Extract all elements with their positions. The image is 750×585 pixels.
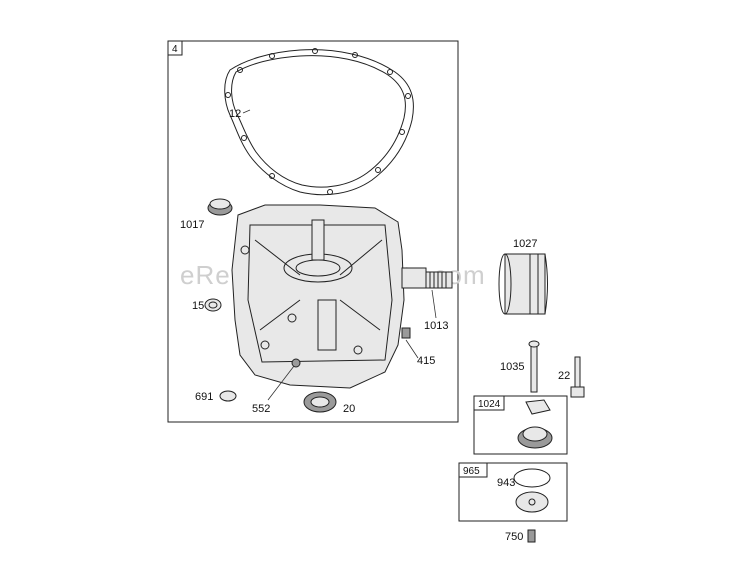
- callout-1013: 1013: [424, 320, 448, 332]
- cover-box: [458, 462, 568, 522]
- oil-seal-part[interactable]: [303, 391, 337, 413]
- plug-552-part[interactable]: [291, 358, 301, 368]
- main-frame: [167, 40, 459, 423]
- callout-15: 15: [192, 300, 204, 312]
- callout-415: 415: [417, 355, 435, 367]
- oil-filter-part[interactable]: [498, 253, 548, 315]
- part-415[interactable]: [401, 327, 411, 339]
- oring-part[interactable]: [513, 468, 551, 488]
- governor-gear-part[interactable]: [207, 198, 233, 216]
- callout-691: 691: [195, 391, 213, 403]
- oil-pump-part[interactable]: [517, 399, 553, 449]
- oil-pump-box-label: 1024: [478, 399, 501, 410]
- filter-nipple-part[interactable]: [425, 271, 453, 289]
- main-frame-label: 4: [172, 44, 178, 55]
- crankcase-sump-part[interactable]: [231, 204, 427, 389]
- callout-1017: 1017: [180, 219, 204, 231]
- pump-cover-part[interactable]: [515, 491, 549, 513]
- cover-box-tag: [458, 462, 488, 478]
- callout-gasket: 12: [229, 108, 241, 120]
- oil-pump-box: [473, 395, 568, 455]
- cover-box-label: 965: [463, 466, 480, 477]
- callout-20: 20: [343, 403, 355, 415]
- shaft-part[interactable]: [528, 340, 540, 393]
- callout-552: 552: [252, 403, 270, 415]
- bolt-part[interactable]: [570, 356, 585, 398]
- callout-22: 22: [558, 370, 570, 382]
- gasket-part[interactable]: [224, 48, 414, 196]
- screw-part[interactable]: [527, 529, 536, 543]
- callout-1027: 1027: [513, 238, 537, 250]
- callout-750: 750: [505, 531, 523, 543]
- callout-1035: 1035: [500, 361, 524, 373]
- main-frame-tag: [167, 40, 183, 56]
- bushing-part[interactable]: [204, 298, 222, 312]
- oil-pump-box-tag: [473, 395, 505, 411]
- callout-943: 943: [497, 477, 515, 489]
- part-691[interactable]: [219, 390, 237, 402]
